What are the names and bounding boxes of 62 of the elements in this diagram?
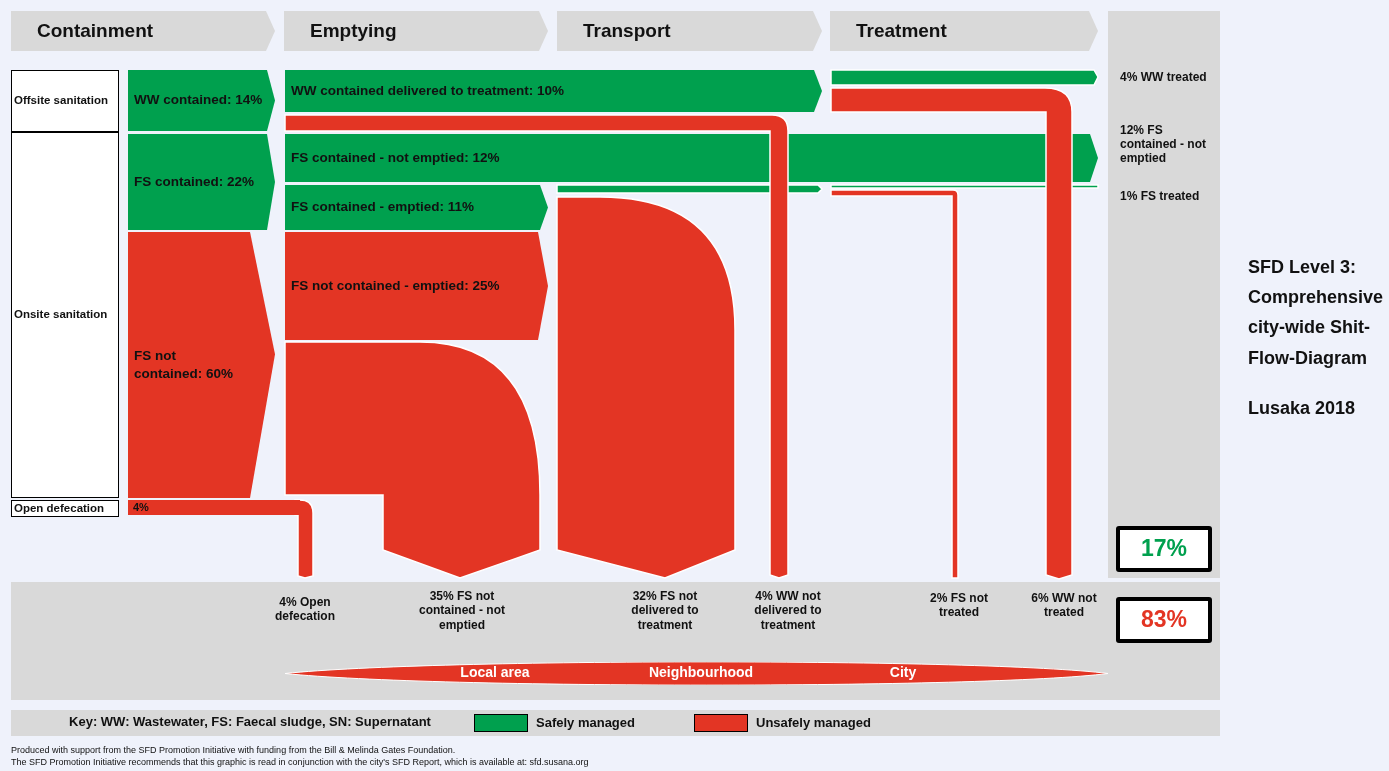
flow-segment xyxy=(285,185,548,230)
flow-band xyxy=(556,196,736,579)
flow-label: WW contained delivered to treatment: 10% xyxy=(291,81,565,100)
flow-label: FS contained - not emptied: 12% xyxy=(291,148,500,167)
flow-band xyxy=(830,87,1073,580)
category-label-box xyxy=(11,70,119,132)
outcome-label: 6% WW not treated xyxy=(1030,591,1098,620)
flow-band xyxy=(556,184,824,194)
flow-segment xyxy=(128,232,275,498)
flow-band xyxy=(294,499,314,579)
flow-segment xyxy=(285,232,548,340)
stage-header xyxy=(11,11,275,51)
outcome-label: 4% WW not delivered to treatment xyxy=(753,589,823,633)
result-label: 4% WW treated xyxy=(1120,70,1208,85)
percentage-value: 17% xyxy=(1140,534,1187,564)
stage-title: Transport xyxy=(583,19,671,44)
legend-label: Safely managed xyxy=(536,715,635,730)
flow-label: WW contained: 14% xyxy=(134,91,263,110)
flow-segment xyxy=(285,134,1098,182)
flow-label: Onsite sanitation xyxy=(14,307,108,323)
flow-band xyxy=(284,341,541,579)
outcome-label: 4% Open defecation xyxy=(274,595,336,624)
flow-label: FS contained: 22% xyxy=(134,172,255,191)
flow-band xyxy=(128,500,300,515)
flow-label: Offsite sanitation xyxy=(14,93,108,109)
stage-title: Emptying xyxy=(310,19,397,44)
outcome-label: 32% FS not delivered to treatment xyxy=(630,589,700,633)
flow-label: FS contained - emptied: 11% xyxy=(291,198,475,217)
stage-header xyxy=(557,11,822,51)
scale-label: Neighbourhood xyxy=(648,664,754,680)
flow-segment xyxy=(285,70,822,112)
flow-label: FS not contained: 60% xyxy=(134,346,234,383)
stage-title: Containment xyxy=(37,19,154,44)
percentage-value: 83% xyxy=(1140,605,1187,635)
flow-label: FS not contained - emptied: 25% xyxy=(291,276,500,295)
category-label-box xyxy=(11,500,119,517)
flow-label: Open defecation xyxy=(14,500,105,516)
result-label: 12% FS contained - not emptied xyxy=(1120,124,1207,166)
percentage-box xyxy=(1116,597,1212,643)
scale-label: City xyxy=(889,664,917,680)
flow-band xyxy=(830,184,1099,189)
flow-label: 4% xyxy=(133,500,149,515)
flow-band xyxy=(284,114,789,579)
footer-note: The SFD Promotion Initiative recommends that this graphic is read in conjunction with the city's SFD Report, which is available at: sfd.susana.org xyxy=(11,757,590,768)
category-label-box xyxy=(11,132,119,498)
flow-band xyxy=(830,69,1099,86)
flow-band xyxy=(830,189,959,579)
stage-header xyxy=(830,11,1098,51)
legend-label: Unsafely managed xyxy=(756,715,871,730)
scale-label: Local area xyxy=(460,664,530,680)
outcome-label: 2% FS not treated xyxy=(929,591,989,620)
percentage-box xyxy=(1116,526,1212,572)
stage-header xyxy=(284,11,548,51)
stage-title: Treatment xyxy=(856,19,947,44)
city-year-text: Lusaka 2018 xyxy=(1248,397,1357,420)
key-text: Key: WW: Wastewater, FS: Faecal sludge, SN: Supernatant xyxy=(68,714,432,731)
result-label: 1% FS treated xyxy=(1120,189,1201,204)
diagram-title: SFD Level 3: Comprehensive city-wide Shit-Flow-Diagram xyxy=(1248,256,1385,370)
flow-segment xyxy=(128,134,275,230)
outcome-label: 35% FS not contained - not emptied xyxy=(418,589,506,633)
footer-note: Produced with support from the SFD Promotion Initiative with funding from the Bill & Melinda Gates Foundation. xyxy=(11,745,457,756)
flow-segment xyxy=(128,70,275,131)
